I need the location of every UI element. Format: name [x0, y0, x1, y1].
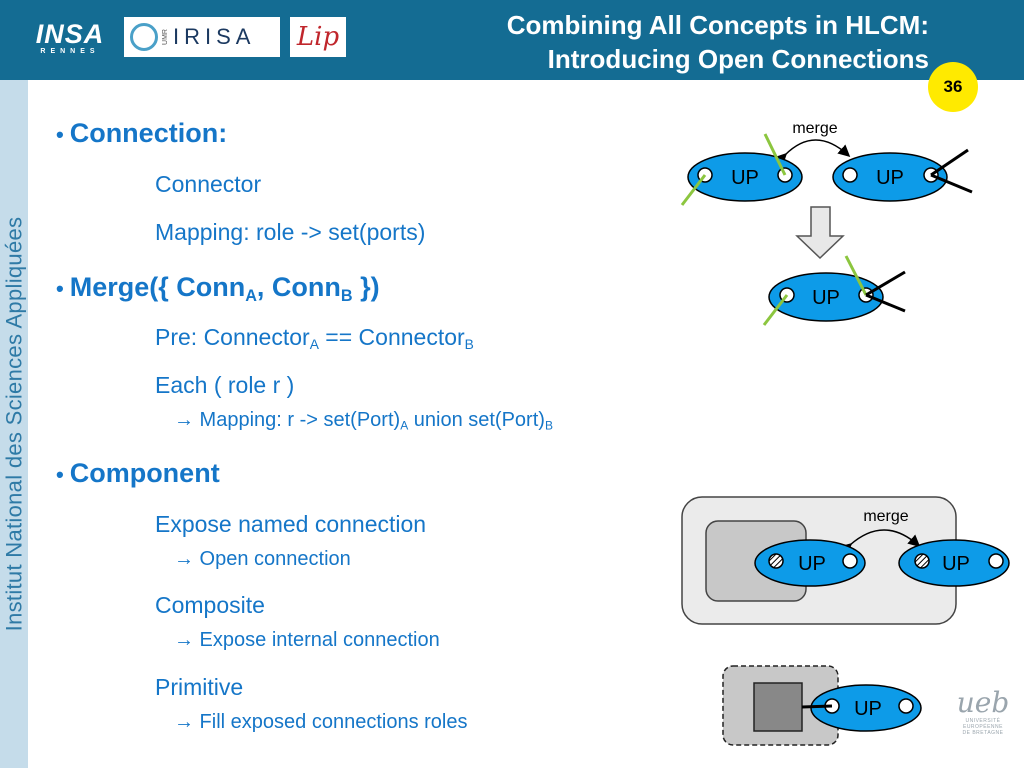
bullet-component-text: Component: [69, 458, 220, 488]
sub-mapping-union: → Mapping: r -> set(Port)A union set(Por…: [174, 408, 553, 438]
port-circle: [779, 287, 795, 303]
inner-component-box: [705, 520, 807, 602]
merge-text-mid: , Conn: [256, 272, 341, 302]
up-label: UP: [854, 698, 882, 720]
insa-logo-subtext: RENNES: [40, 47, 100, 55]
black-connector: [930, 148, 969, 177]
composite-up-node-right: UP: [898, 539, 1010, 587]
sub-composite: Composite: [155, 592, 265, 618]
port-circle: [842, 553, 858, 569]
logo-bar: INSA RENNES UMR IRISA Lip: [22, 12, 346, 62]
insa-logo: INSA RENNES: [22, 12, 118, 62]
merge-label-bottom: merge: [863, 508, 908, 525]
bullet-dot: •: [56, 122, 64, 147]
page-number-badge: 36: [928, 62, 978, 112]
merge-text-pre: Merge({ Conn: [69, 272, 246, 302]
slide-title: Combining All Concepts in HLCM: Introduc…: [369, 8, 929, 76]
primitive-box: [722, 665, 839, 746]
pre-sub-a: A: [309, 337, 319, 353]
ueb-logo-sub1: UNIVERSITÉ: [965, 718, 1001, 724]
merge-label-top: merge: [792, 120, 837, 137]
slide-title-line2: Introducing Open Connections: [547, 44, 929, 74]
sub-connector: Connector: [155, 171, 262, 197]
bullet-merge: •Merge({ ConnA, ConnB }): [56, 272, 380, 311]
side-institution-label: Institut National des Sciences Appliquée…: [0, 80, 28, 768]
composite-up-node-left: UP: [754, 539, 866, 587]
port-circle: [697, 167, 713, 183]
merge-sub-b: B: [340, 286, 353, 305]
insa-logo-text: INSA: [35, 18, 105, 49]
black-connector: [865, 270, 906, 297]
mapping-union-sub-a: A: [400, 418, 409, 433]
sub-primitive: Primitive: [155, 674, 244, 700]
bullet-component: •Component: [56, 458, 220, 490]
black-connector: [801, 704, 833, 709]
hatched-port-circle: [768, 553, 784, 569]
primitive-up-node: UP: [801, 684, 922, 732]
bullet-connection-text: Connection:: [69, 118, 228, 148]
up-label: UP: [798, 553, 826, 575]
merge-arrow-top: [774, 139, 851, 166]
port-circle: [824, 698, 840, 714]
slide-title-line1: Combining All Concepts in HLCM:: [506, 10, 929, 40]
pre-sub-b: B: [464, 337, 474, 353]
up-node-left: UP: [680, 133, 803, 206]
lip-logo: Lip: [290, 17, 346, 57]
green-connector: [763, 133, 787, 176]
pre-text: Pre: Connector: [155, 324, 310, 350]
up-node-merged: UP: [762, 255, 906, 326]
green-connector: [680, 174, 707, 206]
bullet-connection: •Connection:: [56, 118, 227, 150]
mapping-union-mid: union set(Port): [408, 409, 545, 431]
ueb-logo-mark: ueb: [956, 686, 1010, 719]
up-label: UP: [731, 167, 759, 189]
port-circle: [858, 287, 874, 303]
port-circle: [777, 167, 793, 183]
ueb-logo-sub3: DE BRETAGNE: [962, 730, 1004, 736]
pre-text-mid: == Connector: [318, 324, 465, 350]
sub-pre: Pre: ConnectorA == ConnectorB: [155, 324, 474, 358]
sub-expose-named: Expose named connection: [155, 511, 427, 537]
side-strip: [0, 80, 28, 768]
merge-sub-a: A: [245, 286, 257, 305]
merge-text-post: }): [352, 272, 380, 302]
irisa-umr-text: UMR: [162, 29, 169, 45]
side-institution-text: Institut National des Sciences Appliquée…: [1, 216, 27, 632]
sub-fill-roles: → Fill exposed connections roles: [174, 711, 468, 733]
sub-open-connection: → Open connection: [174, 548, 351, 570]
black-connector: [865, 293, 906, 313]
up-label: UP: [812, 287, 840, 309]
merge-arrow-bottom: [839, 529, 921, 556]
up-node-right: UP: [832, 148, 973, 202]
green-connector: [844, 255, 868, 296]
mapping-union-sub-b: B: [544, 418, 553, 433]
port-circle: [988, 553, 1004, 569]
bullet-dot: •: [56, 462, 64, 487]
ueb-logo: ueb UNIVERSITÉ EUROPÉENNE DE BRETAGNE: [952, 686, 1014, 737]
hatched-port-circle: [914, 553, 930, 569]
composite-box: [681, 496, 957, 625]
up-label: UP: [942, 553, 970, 575]
port-circle: [842, 167, 858, 183]
irisa-logo: UMR IRISA: [124, 17, 280, 57]
black-connector: [930, 173, 973, 194]
bullet-dot: •: [56, 276, 64, 301]
sub-mapping: Mapping: role -> set(ports): [155, 219, 426, 245]
up-label: UP: [876, 167, 904, 189]
port-circle: [923, 167, 939, 183]
irisa-logo-text: IRISA: [173, 24, 256, 49]
primitive-inner-square: [753, 682, 803, 732]
sub-each-role: Each ( role r ): [155, 372, 295, 398]
down-arrow-icon: [795, 206, 845, 260]
port-circle: [898, 698, 914, 714]
sub-expose-internal: → Expose internal connection: [174, 629, 440, 651]
mapping-union-pre: → Mapping: r -> set(Port): [174, 409, 401, 431]
green-connector: [762, 294, 789, 326]
irisa-symbol-icon: [130, 23, 158, 51]
ueb-logo-sub2: EUROPÉENNE: [962, 724, 1003, 730]
